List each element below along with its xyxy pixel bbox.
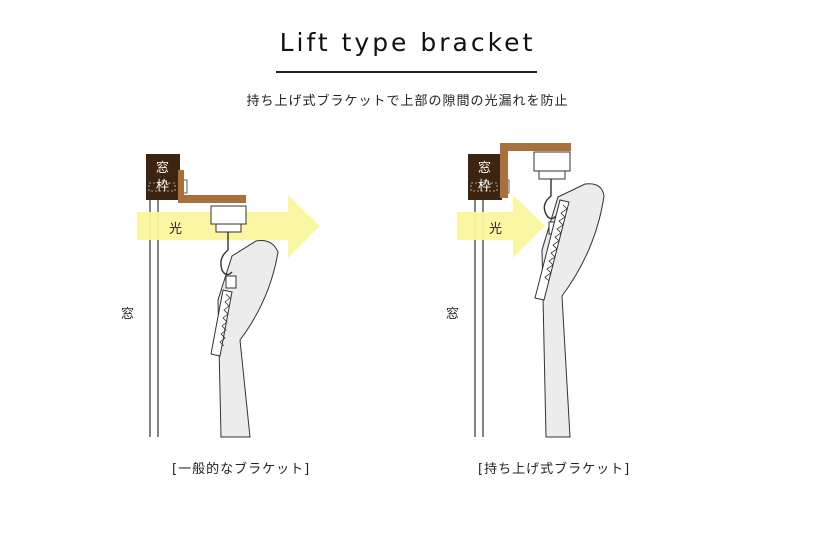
- pleat-tape: [534, 199, 570, 301]
- light-label: 光: [489, 222, 504, 237]
- window-label: 窓: [121, 307, 136, 322]
- rail-runner: [538, 170, 566, 180]
- frame-inset: [148, 182, 176, 192]
- lift-bracket-diagram: [457, 143, 605, 438]
- standard-bracket-diagram: [137, 154, 320, 438]
- window-label: 窓: [446, 307, 461, 322]
- curtain-rail: [533, 151, 571, 172]
- pleat-zigzag: [219, 293, 231, 347]
- pleat-zigzag: [544, 204, 568, 282]
- page-subtitle: 持ち上げ式ブラケットで上部の隙間の光漏れを防止: [246, 94, 569, 109]
- light-label: 光: [169, 222, 184, 237]
- page-title: Lift type bracket: [279, 28, 536, 57]
- standard-bracket-caption: [一般的なブラケット]: [172, 462, 311, 477]
- curtain-hook: [220, 232, 233, 276]
- bracket: [500, 143, 571, 198]
- frame-label-top: 窓: [156, 161, 171, 176]
- hook-clip: [225, 275, 237, 289]
- title-underline: [276, 71, 537, 73]
- curtain-hook: [543, 179, 557, 220]
- frame-label-bottom: 枠: [478, 179, 493, 194]
- frame-label-bottom: 枠: [156, 179, 171, 194]
- window-frame: [146, 154, 180, 200]
- curtain: [217, 240, 279, 438]
- bracket: [178, 170, 246, 203]
- curtain-rail: [210, 205, 247, 225]
- frame-inset: [470, 182, 498, 192]
- light-arrow: [457, 195, 545, 258]
- pleat-tape: [210, 289, 233, 357]
- rail-runner: [215, 223, 242, 233]
- window-frame: [468, 154, 502, 200]
- lift-bracket-caption: [持ち上げ式ブラケット]: [478, 462, 631, 477]
- frame-label-top: 窓: [478, 161, 493, 176]
